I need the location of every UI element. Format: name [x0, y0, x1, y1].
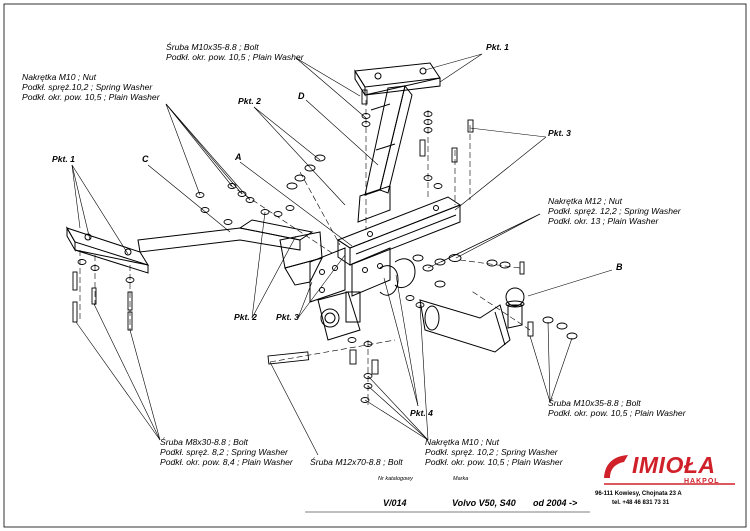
- pkt2-bottom-tag: Pkt. 2: [234, 312, 257, 322]
- part-letter-a: A: [235, 152, 242, 162]
- leader-lines: [71, 53, 613, 456]
- vehicle-model: Volvo V50, S40: [452, 498, 516, 508]
- catalog-number: V/014: [383, 498, 407, 508]
- pkt1-left-tag: Pkt. 1: [52, 154, 75, 164]
- label-line: Podkł. spręż.10,2 ; Spring Washer: [22, 82, 153, 92]
- bolts: [72, 89, 534, 375]
- pkt2-top-tag: Pkt. 2: [238, 96, 261, 106]
- left-arm: [65, 219, 323, 286]
- pkt3-bottom-tag: Pkt. 3: [276, 312, 299, 322]
- production-years: od 2004 ->: [533, 498, 578, 508]
- label-line: Podkł. okr. pow. 10,5 ; Plain Washer: [166, 52, 304, 62]
- label-line: Podkł. okr. pow. 10,5 ; Plain Washer: [22, 92, 160, 102]
- label-line: Nakrętka M10 ; Nut: [22, 72, 97, 82]
- washers: [77, 111, 578, 403]
- company-sub: HAKPOL: [684, 478, 720, 485]
- label-line: Podkł. okr. pow. 10,5 ; Plain Washer: [425, 457, 563, 467]
- label-line: Śruba M10x35-8.8 ; Bolt: [166, 42, 259, 52]
- socket-plate: [317, 291, 361, 341]
- label-line: Podkł. spręż. 8,2 ; Spring Washer: [160, 447, 288, 457]
- nut-m10-bottom-label: Nakrętka M10 ; Nut Podkł. spręż. 10,2 ; …: [425, 437, 563, 467]
- pkt3-right-tag: Pkt. 3: [548, 128, 571, 138]
- assembly-lines: [79, 100, 531, 405]
- main-crossbar: [309, 196, 462, 303]
- part-letter-b: B: [616, 262, 623, 272]
- label-line: Podkł. okr. pow. 8,4 ; Plain Washer: [160, 457, 293, 467]
- nut-m12-label: Nakrętka M12 ; Nut Podkł. spręż. 12,2 ; …: [548, 196, 681, 226]
- pkt1-top-tag: Pkt. 1: [486, 42, 509, 52]
- company-logo: IMIOŁA: [632, 452, 716, 478]
- label-line: Podkł. spręż. 12,2 ; Spring Washer: [548, 206, 681, 216]
- label-line: Śruba M8x30-8.8 ; Bolt: [160, 437, 248, 447]
- company-address: 96-111 Kowiesy, Chojnata 23 A: [595, 491, 682, 497]
- label-line: Nakrętka M12 ; Nut: [548, 196, 623, 206]
- brand-caption: Marka: [453, 476, 469, 482]
- top-bracket: [354, 62, 441, 223]
- bolt-m12-label: Śruba M12x70-8.8 ; Bolt: [310, 457, 403, 467]
- bolt-m10-right-label: Śruba M10x35-8.8 ; Bolt Podkł. okr. pow.…: [548, 398, 686, 418]
- bolt-m8-label: Śruba M8x30-8.8 ; Bolt Podkł. spręż. 8,2…: [160, 437, 293, 467]
- company-phone: tel. +48 46 831 73 31: [612, 500, 670, 506]
- label-line: Podkł. spręż. 10,2 ; Spring Washer: [425, 447, 558, 457]
- nut-m10-left-label: Nakrętka M10 ; Nut Podkł. spręż.10,2 ; S…: [22, 72, 160, 102]
- label-line: Śruba M10x35-8.8 ; Bolt: [548, 398, 641, 408]
- tow-ball: [379, 258, 525, 353]
- bolt-top-label: Śruba M10x35-8.8 ; Bolt Podkł. okr. pow.…: [166, 42, 304, 62]
- pkt4-tag: Pkt. 4: [410, 408, 433, 418]
- label-line: Nakrętka M10 ; Nut: [425, 437, 500, 447]
- label-line: Podkł. okr. pow. 10,5 ; Plain Washer: [548, 408, 686, 418]
- part-letter-d: D: [298, 91, 305, 101]
- company-logo-mark: [604, 455, 735, 485]
- label-line: Podkł. okr. 13 ; Plain Washer: [548, 216, 659, 226]
- part-letter-c: C: [142, 154, 149, 164]
- catalog-caption: Nr katalogowy: [378, 476, 413, 482]
